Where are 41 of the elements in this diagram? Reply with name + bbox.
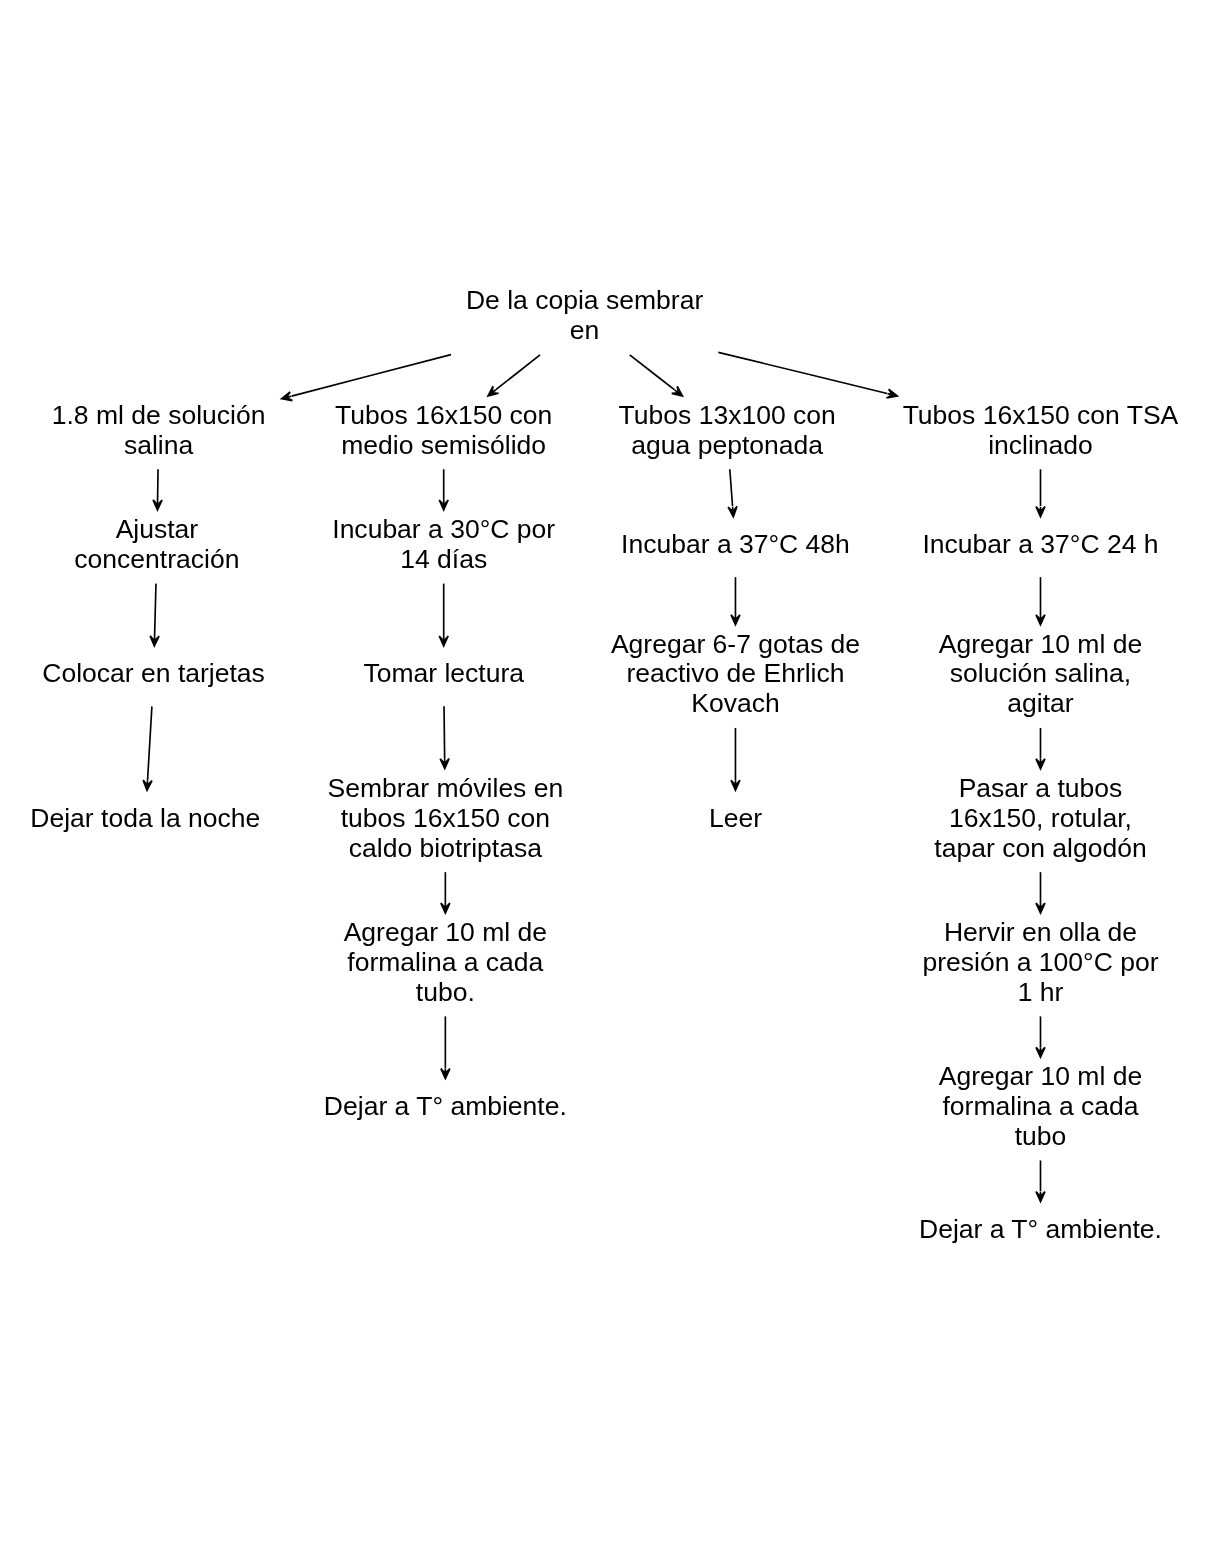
arrow — [280, 353, 452, 402]
node-text: Tubos 16x150 con TSA inclinado — [902, 399, 1179, 460]
node-text: Dejar a T° ambiente. — [919, 1213, 1162, 1244]
node-text: Pasar a tubos 16x150, rotular, tapar con algodón — [934, 772, 1147, 863]
arrow — [1035, 727, 1046, 770]
node-text: Dejar toda la noche — [30, 802, 261, 833]
node-text: Colocar en tarjetas — [42, 658, 265, 689]
arrow — [152, 468, 163, 511]
node-text: Leer — [708, 802, 762, 833]
node-text: Hervir en olla de presión a 100°C por 1 hr — [922, 917, 1159, 1007]
arrow — [730, 727, 741, 791]
node-text: Sembrar móviles en tubos 16x150 con caldo biotriptasa — [327, 772, 564, 863]
arrow — [440, 871, 451, 914]
node-text: De la copia sembrar en — [465, 285, 704, 346]
node-text: Agregar 10 ml de formalina a cada tubo — [938, 1061, 1143, 1151]
node-text: Agregar 10 ml de solución salina, agitar — [938, 628, 1143, 719]
arrow — [1035, 1159, 1046, 1203]
node-text: Incubar a 37°C 24 h — [922, 529, 1159, 560]
node-text: Agregar 6-7 gotas de reactivo de Ehrlich Kovach — [610, 628, 861, 719]
arrow — [1035, 576, 1046, 626]
node-text: Ajustar concentración — [74, 514, 240, 575]
arrow — [1035, 1015, 1046, 1059]
node-text: Incubar a 37°C 48h — [621, 529, 850, 560]
arrow — [487, 354, 541, 397]
node-text: Agregar 10 ml de formalina a cada tubo. — [343, 917, 548, 1007]
arrow — [438, 582, 449, 647]
arrow — [1035, 468, 1046, 518]
arrow — [438, 468, 449, 511]
arrow — [730, 576, 741, 626]
arrow — [440, 1015, 451, 1080]
node-text: Tomar lectura — [363, 658, 525, 689]
node-text: 1.8 ml de solución salina — [51, 399, 266, 460]
node-text: Dejar a T° ambiente. — [323, 1091, 567, 1122]
node-text: Tubos 16x150 con medio semisólido — [335, 399, 553, 460]
node-text: Incubar a 30°C por 14 días — [332, 514, 556, 575]
arrow — [727, 468, 738, 518]
arrow — [717, 351, 899, 399]
arrow — [439, 705, 450, 770]
node-text: Tubos 13x100 con agua peptonada — [618, 399, 836, 460]
arrow — [1035, 871, 1046, 914]
arrow — [628, 354, 684, 397]
